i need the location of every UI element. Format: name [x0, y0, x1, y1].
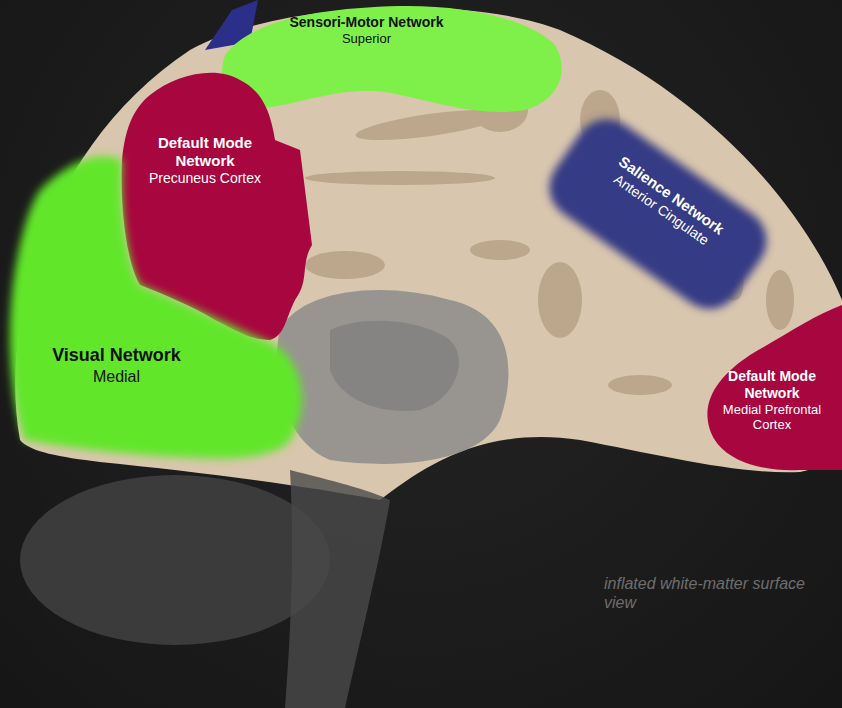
region-label: Default Mode NetworkPrecuneus Cortex	[145, 134, 265, 187]
network-region: Visual NetworkMedial	[0, 140, 320, 470]
region-label: Visual NetworkMedial	[51, 345, 182, 386]
region-fill	[537, 107, 779, 322]
network-region: Salience NetworkAnterior Cingulate	[520, 90, 780, 340]
region-name: Precuneus Cortex	[145, 170, 265, 187]
region-shape	[0, 140, 320, 470]
network-name: Default Mode Network	[709, 368, 835, 402]
network-region: Default Mode NetworkMedial Prefrontal Co…	[700, 300, 842, 475]
region-shape	[520, 90, 780, 340]
network-name: Sensori-Motor Network	[288, 14, 445, 31]
region-label: Sensori-Motor NetworkSuperior	[288, 14, 445, 46]
region-name: Medial Prefrontal Cortex	[709, 402, 835, 433]
region-name: Medial	[51, 367, 182, 386]
network-name: Visual Network	[51, 345, 182, 367]
view-note: inflated white-matter surface view	[604, 574, 824, 612]
region-label: Default Mode NetworkMedial Prefrontal Co…	[709, 368, 835, 433]
region-fill	[707, 305, 842, 470]
region-fill	[10, 156, 302, 458]
region-name: Superior	[288, 31, 445, 47]
region-fill	[222, 6, 562, 112]
network-name: Default Mode Network	[145, 134, 265, 170]
